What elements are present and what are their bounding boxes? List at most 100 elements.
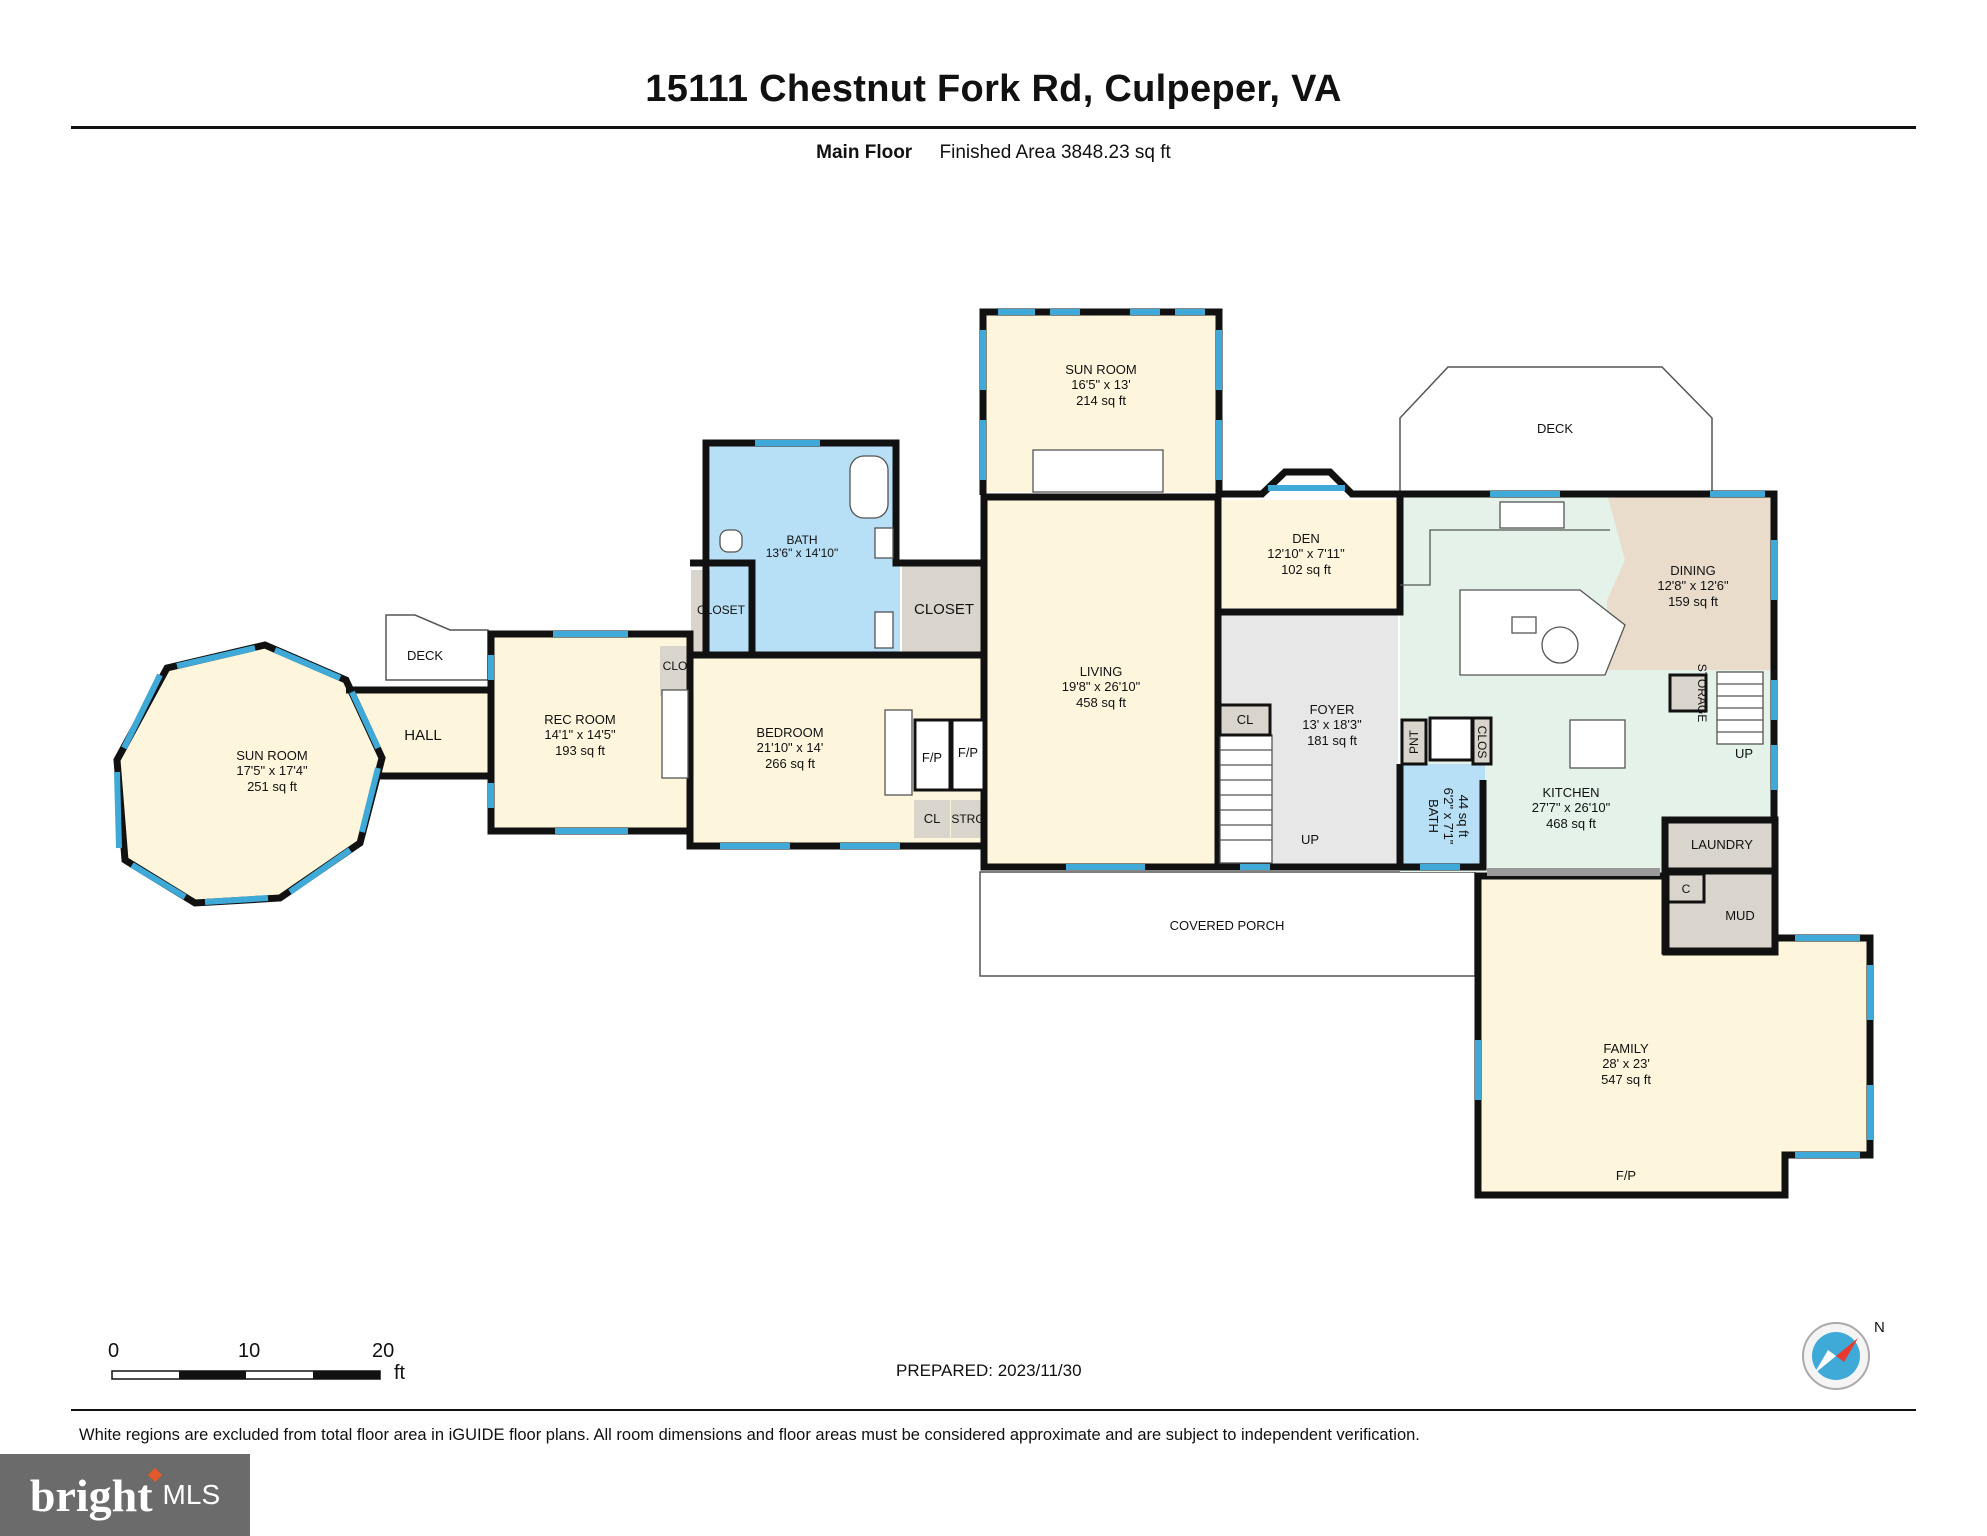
kitchen-stairs-icon (1716, 671, 1764, 745)
foyer-dims: 13' x 18'3" (1302, 717, 1362, 732)
living-area: 458 sq ft (1076, 695, 1126, 710)
up-kitchen-label: UP (1735, 746, 1753, 761)
footer-divider (71, 1409, 1916, 1411)
family-fill (1478, 876, 1870, 1195)
kitchen-island (1459, 589, 1626, 676)
bedroom-name: BEDROOM (756, 725, 823, 740)
dining-dims: 12'8" x 12'6" (1657, 578, 1729, 593)
finished-area: Finished Area 3848.23 sq ft (939, 142, 1171, 163)
room-labels: SUN ROOM 17'5" x 17'4" 251 sq ft HALL DE… (236, 362, 1755, 1183)
laundry-name: LAUNDRY (1691, 837, 1753, 852)
den-walls (1218, 468, 1404, 616)
bath-main-dims: 13'6" x 14'10" (766, 546, 839, 560)
bedroom-wall-unit (884, 709, 913, 796)
sun-room-west-fill (117, 645, 382, 903)
cl-bed-fill (914, 800, 950, 838)
window (359, 767, 381, 833)
compass-icon: N (1802, 1319, 1885, 1390)
window (121, 673, 163, 750)
clo-fill (660, 646, 690, 696)
kitchen-counter (1400, 529, 1610, 586)
scale-tick-20: 20 (372, 1340, 395, 1362)
sink-icon (1511, 616, 1537, 634)
fridge-icon (1428, 716, 1474, 762)
plan-subtitle: Main Floor Finished Area 3848.23 sq ft (0, 142, 1987, 164)
covered-porch-name: COVERED PORCH (1170, 918, 1285, 933)
pnt-name: PNT (1407, 729, 1421, 754)
scale-bar (111, 1370, 381, 1380)
up-foyer-label: UP (1301, 832, 1319, 847)
cl-foyer-box (1218, 703, 1272, 737)
deck-north-name: DECK (1537, 421, 1573, 436)
prepared-date: PREPARED: 2023/11/30 (896, 1361, 1082, 1380)
fp-family-name: F/P (1616, 1168, 1636, 1183)
window (114, 771, 122, 849)
laundry-walls (1661, 816, 1779, 875)
kitchen-area: 468 sq ft (1546, 816, 1596, 831)
c-mud-name: C (1682, 882, 1691, 896)
scale-unit: ft (394, 1362, 406, 1384)
window (273, 647, 342, 681)
brand-word: bright (29, 1469, 153, 1521)
cooktop-icon (1541, 626, 1579, 664)
vanity-icon (874, 527, 894, 559)
bedroom-area: 266 sq ft (765, 756, 815, 771)
dining-area: 159 sq ft (1668, 594, 1718, 609)
cl-bed-name: CL (924, 811, 941, 826)
bath-half-area: 44 sq ft (1456, 795, 1471, 838)
sun-room-bench (1032, 449, 1164, 493)
rec-room-area: 193 sq ft (555, 743, 605, 758)
kitchen-peninsula (1569, 719, 1626, 769)
bright-mls-logo: bright MLS (0, 1454, 250, 1536)
scale-tick-10: 10 (238, 1340, 261, 1362)
sun-room-north-name: SUN ROOM (1065, 362, 1137, 377)
bath-main-name: BATH (786, 533, 817, 547)
kitchen-dims: 27'7" x 26'10" (1532, 800, 1611, 815)
deck-west-outline (385, 614, 489, 681)
dining-fill (1607, 494, 1772, 670)
clos-box (1471, 716, 1493, 766)
compass-label: N (1874, 1319, 1885, 1336)
hall-name: HALL (404, 727, 442, 744)
closet-small-walls (690, 559, 756, 655)
living-fill (985, 500, 1218, 866)
mud-name: MUD (1725, 908, 1755, 923)
family-name: FAMILY (1603, 1041, 1649, 1056)
sun-room-west-area: 251 sq ft (247, 779, 297, 794)
fp1-name: F/P (922, 750, 942, 765)
scale-tick-0: 0 (108, 1340, 120, 1362)
living-name: LIVING (1080, 664, 1123, 679)
window (288, 847, 352, 895)
fp2-name: F/P (958, 745, 978, 760)
closet-small-name: CLOSET (697, 603, 746, 617)
sun-room-west-dims: 17'5" x 17'4" (236, 763, 308, 778)
kitchen-sink-counter (1499, 501, 1565, 529)
window (349, 690, 381, 750)
walls (113, 308, 1874, 1199)
deck-west-name: DECK (407, 648, 443, 663)
fp-box-1 (913, 718, 952, 792)
fixtures (661, 449, 1764, 904)
kitchen-name: KITCHEN (1542, 785, 1599, 800)
den-fill (1220, 500, 1398, 608)
family-walls (1474, 872, 1874, 1199)
den-area: 102 sq ft (1281, 562, 1331, 577)
foyer-name: FOYER (1310, 702, 1355, 717)
rec-room-name: REC ROOM (544, 712, 616, 727)
plan-title: 15111 Chestnut Fork Rd, Culpeper, VA (645, 68, 1342, 110)
clo-name: CLO (663, 659, 688, 673)
living-dims: 19'8" x 26'10" (1062, 679, 1141, 694)
foyer-area: 181 sq ft (1307, 733, 1357, 748)
storage-name: STORAGE (1695, 664, 1709, 722)
rec-room-cabinet (661, 689, 689, 779)
window (130, 862, 187, 900)
fp-box-2 (950, 718, 986, 792)
windows (114, 309, 1873, 1158)
sun-room-west-name: SUN ROOM (236, 748, 308, 763)
bath-half-fill (1400, 764, 1485, 868)
sun-room-north-walls (979, 308, 1223, 495)
storage-box (1668, 673, 1708, 713)
disclaimer-text: White regions are excluded from total fl… (79, 1426, 1420, 1444)
dining-name: DINING (1670, 563, 1716, 578)
